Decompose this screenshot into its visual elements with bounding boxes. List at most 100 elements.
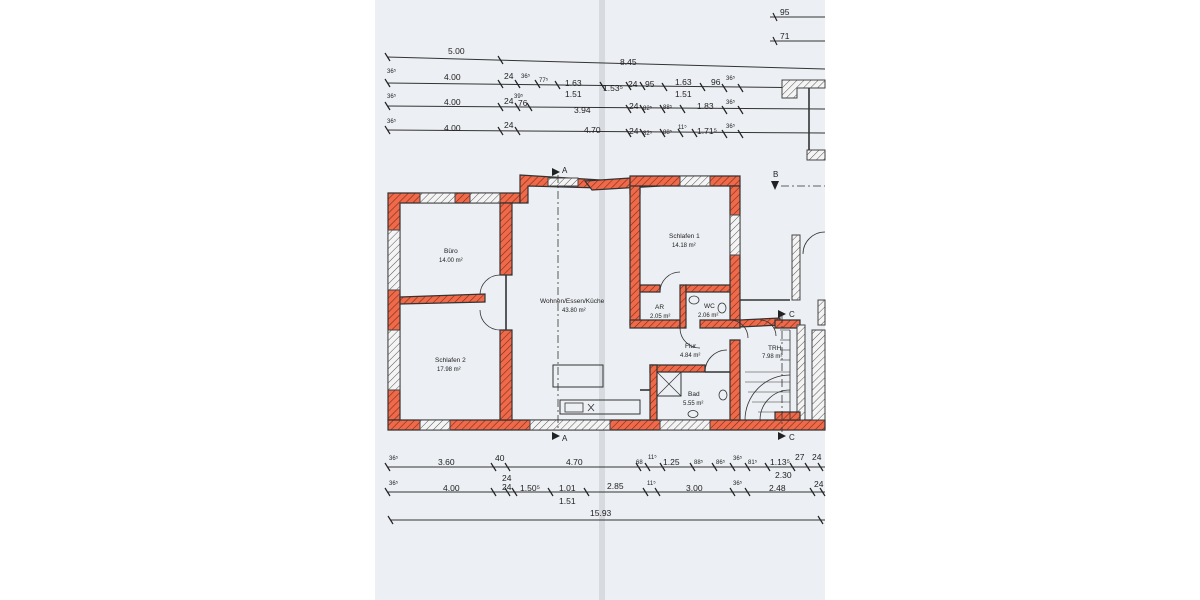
- kitchen-island: [552, 364, 604, 388]
- door-swing: [759, 319, 777, 337]
- dim-label: 71: [780, 31, 790, 41]
- room-area-schlafen2: 17.98 m²: [437, 367, 461, 373]
- interior-wall: [649, 364, 658, 421]
- interior-wall: [649, 364, 706, 373]
- dim-label: 1.51: [565, 89, 582, 99]
- kitchen-counter: [559, 399, 641, 415]
- dim-label: 1.51: [675, 89, 692, 99]
- room-area-bad: 5.55 m²: [683, 401, 703, 407]
- dim-label: 4.00: [443, 483, 460, 493]
- dim-label: 15.93: [590, 508, 612, 518]
- room-labels: Büro 14.00 m² Wohnen/Essen/Küche 43.80 m…: [435, 233, 782, 407]
- dim-label: 68: [636, 460, 643, 466]
- interior-wall: [685, 284, 731, 293]
- dim-label: 76: [518, 98, 528, 108]
- interior-wall: [499, 329, 513, 421]
- door-swing: [704, 349, 728, 373]
- dim-label: 95: [645, 79, 655, 89]
- interior-wall: [629, 185, 641, 326]
- dim-label: 24: [629, 101, 639, 111]
- dim-label: 2.48: [769, 483, 786, 493]
- section-marker-b: B: [771, 170, 825, 190]
- dim-label: 11⁵: [648, 454, 657, 461]
- dim-label: 36⁵: [726, 75, 736, 82]
- adjacent-building-outline: [781, 79, 826, 161]
- dimension-chain-bottom-1: 36⁵ 3.60 40 4.70 68 11⁵ 1.25 88⁵ 86⁵ 36⁵…: [384, 452, 825, 480]
- bathroom-toilet: [718, 389, 728, 401]
- dim-label: 1.50⁵: [520, 483, 540, 493]
- wc-sink: [688, 295, 700, 305]
- section-label-a-top: A: [562, 166, 568, 175]
- room-label-schlafen1: Schlafen 1: [669, 233, 700, 240]
- dim-label: 1.53⁵: [603, 83, 623, 93]
- dimension-chain-top-3: 36⁵ 4.00 24 4.70 24 82⁵ 88⁵ 11⁵ 1.71⁵ 36…: [384, 118, 826, 139]
- dim-label: 1.71⁵: [697, 126, 717, 136]
- dim-label: 24: [629, 126, 639, 136]
- dim-label: 24: [502, 473, 512, 483]
- room-area-ar: 2.05 m²: [650, 314, 670, 320]
- dim-label: 27: [795, 452, 805, 462]
- dim-label: 1.51: [559, 496, 576, 506]
- dim-label: 4.00: [444, 97, 461, 107]
- door-swing: [729, 319, 749, 339]
- section-label-c-top: C: [789, 310, 795, 319]
- room-label-bad: Bad: [688, 391, 700, 398]
- interior-wall: [739, 317, 781, 328]
- section-label-c-bottom: C: [789, 433, 795, 442]
- room-label-flur: Flur: [685, 343, 697, 350]
- dim-label: 3.00: [686, 483, 703, 493]
- dim-label: 82⁵: [643, 105, 653, 112]
- dim-label: 4.70: [566, 457, 583, 467]
- dim-label: 36⁵: [726, 123, 736, 130]
- interior-wall: [774, 319, 801, 329]
- dim-label: 36⁵: [389, 455, 399, 462]
- dim-label: 24: [502, 482, 512, 492]
- dim-label: 36⁵: [387, 93, 397, 100]
- door-swing: [479, 309, 501, 331]
- dimension-chain-top-0: 5.00 8.45: [384, 46, 826, 70]
- dim-label: 2.85: [607, 481, 624, 491]
- floor-plan: [387, 168, 826, 440]
- dim-label: 4.70: [584, 125, 601, 135]
- dim-label: 95: [780, 7, 790, 17]
- door-swing: [659, 271, 681, 293]
- dimension-chain-top-1: 36⁵ 4.00 24 36⁵ 77⁵ 1.63 1.51 1.53⁵ 24 9…: [384, 68, 826, 99]
- dimension-chain-bottom-3: 15.93: [387, 508, 825, 525]
- dim-label: 4.00: [444, 123, 461, 133]
- dim-label: 81⁵: [748, 459, 758, 466]
- room-area-trh: 7.98 m²: [762, 354, 782, 360]
- interior-wall: [399, 293, 486, 305]
- dim-label: 82⁵: [643, 130, 653, 137]
- interior-wall: [639, 284, 661, 293]
- dimension-chain-top-2: 36⁵ 4.00 24 39⁵ 76 3.94 24 82⁵ 88⁵ 1.83 …: [384, 93, 826, 115]
- dim-label: 4.00: [444, 72, 461, 82]
- room-label-schlafen2: Schlafen 2: [435, 357, 466, 364]
- dim-label: 40: [495, 453, 505, 463]
- dim-label: 1.63: [565, 78, 582, 88]
- room-label-ar: AR: [655, 304, 664, 311]
- dim-label: 1.63: [675, 77, 692, 87]
- dim-label: 8.45: [620, 57, 637, 67]
- dim-label: 36⁵: [733, 455, 743, 462]
- dim-label: 1.83: [697, 101, 714, 111]
- bathroom-sink: [687, 410, 699, 418]
- interior-wall: [729, 339, 741, 421]
- interior-wall: [796, 324, 806, 421]
- section-label-b: B: [773, 170, 778, 179]
- room-label-buero: Büro: [444, 248, 458, 255]
- dim-label: 36⁵: [726, 99, 736, 106]
- dim-label: 24: [814, 479, 824, 489]
- dim-label: 88⁵: [694, 459, 704, 466]
- dim-label: 36⁵: [521, 73, 531, 80]
- dim-label: 96: [711, 77, 721, 87]
- room-area-buero: 14.00 m²: [439, 258, 463, 264]
- dim-label: 86⁵: [716, 459, 726, 466]
- interior-wall: [699, 319, 741, 329]
- dim-label: 1.01: [559, 483, 576, 493]
- room-area-wc: 2.06 m²: [698, 313, 718, 319]
- dim-label: 24: [504, 71, 514, 81]
- interior-wall: [499, 202, 513, 276]
- dim-label: 3.60: [438, 457, 455, 467]
- dim-label: 36⁵: [387, 118, 397, 125]
- dim-label: 1.25: [663, 457, 680, 467]
